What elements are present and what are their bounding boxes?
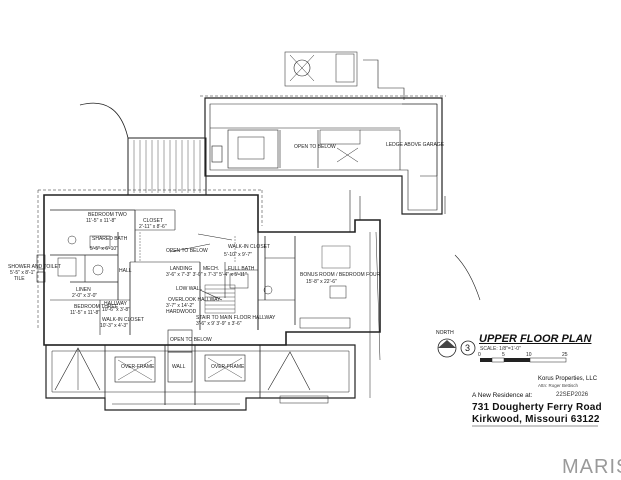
plan-scale: SCALE: 1/8"=1'-0"	[480, 346, 521, 352]
label-shared-bath-dim: 5'-5" x 6'-10"	[90, 246, 118, 252]
label-open-below-3: OPEN TO BELOW	[170, 337, 212, 343]
north-label: NORTH	[436, 330, 454, 336]
scale-tick-0: 0	[478, 352, 481, 358]
label-bedroom-three: BEDROOM THREE	[74, 304, 119, 310]
label-hall: HALL	[119, 268, 132, 274]
label-linen: LINEN	[76, 287, 91, 293]
north-arrow: 3	[437, 338, 476, 358]
label-overlook-hallway: OVERLOOK HALLWAY	[168, 297, 221, 303]
title-block-firm-note: Attn: Roger Bettisch	[538, 383, 579, 388]
label-mech: MECH.	[203, 266, 219, 272]
grade-curve	[454, 254, 481, 301]
title-block-firm: Korus Properties, LLC	[538, 376, 598, 382]
label-walk-in-closet: WALK-IN CLOSET	[228, 244, 270, 250]
label-hardwood: HARDWOOD	[166, 309, 197, 315]
title-block-address-line1: 731 Dougherty Ferry Road	[472, 402, 602, 413]
label-full-bath: FULL BATH	[228, 266, 255, 272]
title-block-address-line2: Kirkwood, Missouri 63122	[472, 414, 600, 425]
label-hallway-dim: 10'-6" x 3'-8"	[102, 307, 130, 313]
label-bedroom-two-dim: 11'-5" x 11'-8"	[86, 218, 116, 224]
label-landing: LANDING	[170, 266, 192, 272]
label-bonus-room: BONUS ROOM / BEDROOM FOUR	[300, 272, 381, 278]
label-walk-in-closet-dim: 5'-10" x 9'-7"	[224, 252, 252, 258]
label-closet-top-dim: 2'-11" x 8'-6"	[139, 224, 167, 230]
label-linen-dim: 2'-0" x 3'-0"	[72, 293, 97, 299]
label-landing-dims: 3'-6" x 7'-3" 3'-0" x 7'-3" 5'-4" x 5'-1…	[166, 272, 247, 278]
label-stair-dims: 3'-6" x 9' 3'-9" x 3'-6"	[196, 321, 242, 327]
label-shower-toilet-dim: 5'-5" x 8'-1"	[10, 270, 35, 276]
label-walk-in-closet-2: WALK-IN CLOSET	[102, 317, 144, 323]
patio-area	[284, 51, 405, 100]
label-low-wall: LOW WALL	[176, 286, 202, 292]
label-over-frame-1: OVER-FRAME	[121, 364, 155, 370]
label-shower-toilet-tile: TILE	[14, 276, 25, 282]
label-open-below-2: OPEN TO BELOW	[294, 144, 336, 150]
scale-bar: 0 5 10 25	[478, 352, 568, 363]
scale-tick-10: 10	[526, 352, 532, 358]
label-hallway: HALLWAY	[104, 301, 128, 307]
label-stair-main: STAIR TO MAIN FLOOR HALLWAY	[196, 315, 276, 321]
scale-tick-5: 5	[502, 352, 505, 358]
room-labels: BEDROOM TWO 11'-5" x 11'-8" CLOSET 2'-11…	[8, 142, 445, 370]
label-bedroom-three-dim: 11'-5" x 11'-8"	[70, 310, 100, 316]
label-shared-bath: SHARED BATH	[92, 236, 128, 242]
label-open-below-1: OPEN TO BELOW	[166, 248, 208, 254]
driveway-curve	[79, 102, 129, 139]
front-roof	[45, 329, 356, 411]
sheet-number: 3	[465, 343, 470, 353]
label-closet-top: CLOSET	[143, 218, 163, 224]
title-block-date: 22SEP2026	[556, 392, 589, 398]
label-ledge-garage: LEDGE ABOVE GARAGE	[386, 142, 445, 148]
label-overlook-dims: 3'-7" x 14'-2"	[166, 303, 194, 309]
maris-watermark: MARIS	[562, 456, 621, 478]
label-bonus-room-dim: 15'-8" x 22'-6"	[306, 279, 337, 285]
label-over-frame-2: OVER-FRAME	[211, 364, 245, 370]
label-wall: WALL	[172, 364, 186, 370]
label-bedroom-two: BEDROOM TWO	[88, 212, 127, 218]
dashed-outline	[37, 95, 446, 330]
plan-title: UPPER FLOOR PLAN	[479, 333, 592, 345]
upper-wing	[204, 97, 443, 215]
scale-tick-25: 25	[562, 352, 568, 358]
deck-stair	[127, 137, 223, 196]
label-shower-toilet: SHOWER AND TOILET	[8, 264, 61, 270]
title-block-new-residence: A New Residence at:	[472, 392, 533, 399]
label-walk-in-closet-2-dim: 10'-3" x 4'-3"	[100, 323, 128, 329]
